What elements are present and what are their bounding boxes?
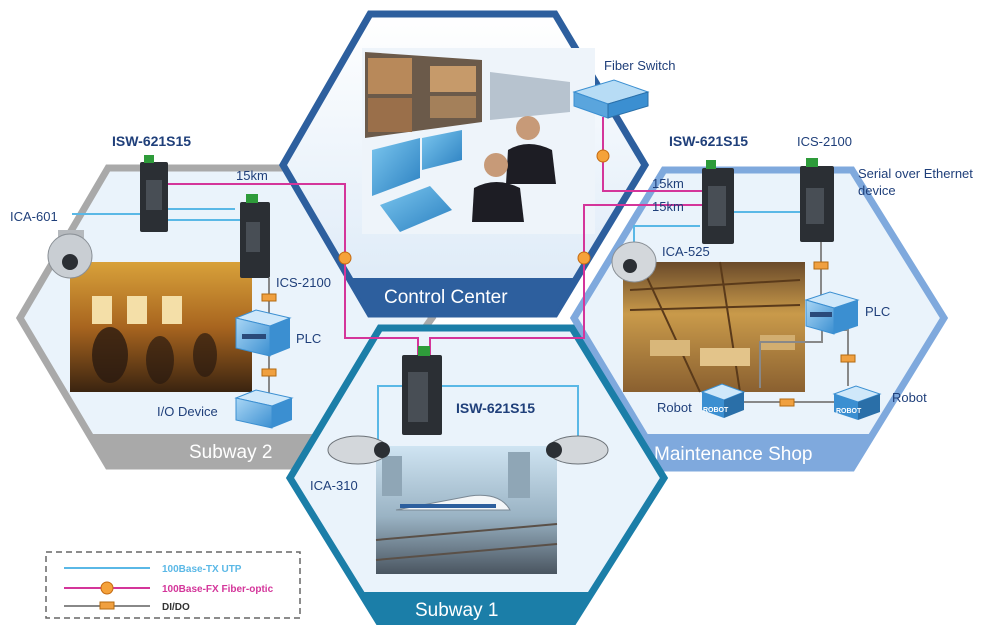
dido-marker — [813, 261, 829, 270]
robot-box-label: ROBOT — [703, 407, 729, 414]
fiber-connector — [596, 149, 610, 163]
plc-left-device — [234, 309, 292, 357]
ics-right-label: ICS-2100 — [797, 134, 852, 149]
ica-601-camera — [47, 230, 93, 279]
fiber-connectors — [338, 149, 610, 265]
console-screen — [372, 138, 420, 196]
fiber-switch-label: Fiber Switch — [604, 58, 676, 73]
robot-box-right: ROBOT — [832, 385, 882, 420]
dido-marker — [261, 293, 277, 302]
isw-right-device — [702, 160, 734, 244]
ics-left-device — [240, 194, 270, 278]
legend-utp-label: 100Base-TX UTP — [162, 564, 242, 575]
plc-right-label: PLC — [865, 304, 890, 319]
legend-fiber-connector — [100, 581, 114, 595]
subway-1-title: Subway 1 — [415, 600, 498, 621]
io-device-label: I/O Device — [157, 404, 218, 419]
fiber-links — [167, 117, 702, 355]
control-room-photo — [362, 48, 595, 234]
io-device — [234, 389, 294, 429]
distance-left-label: 15km — [236, 168, 268, 183]
control-center-title: Control Center — [384, 287, 508, 308]
ica-601-label: ICA-601 — [10, 209, 58, 224]
distance-right-label-1: 15km — [652, 176, 684, 191]
ics-left-label: ICS-2100 — [276, 275, 331, 290]
subway-2-label-bar — [92, 434, 345, 466]
robot-right-label: Robot — [892, 390, 927, 405]
legend-dido-marker — [99, 601, 115, 610]
robot-box-label: ROBOT — [836, 408, 862, 415]
serial-device-label-line1: Serial over Ethernet — [858, 166, 973, 181]
robot-box-left: ROBOT — [700, 383, 746, 418]
serial-device-label-line2: device — [858, 183, 896, 198]
plc-right-device — [804, 291, 860, 335]
train-photo — [375, 446, 558, 574]
maintenance-shop-label-bar — [644, 434, 873, 468]
ica-310-camera-right — [546, 435, 609, 465]
isw-center-device — [402, 346, 442, 435]
dido-marker — [779, 398, 795, 407]
subway-1-label-bar — [357, 592, 594, 624]
control-center-label-bar — [348, 278, 577, 314]
legend-fiber-label: 100Base-FX Fiber-optic — [162, 584, 274, 595]
operator-head — [516, 116, 540, 140]
dido-markers — [261, 261, 856, 407]
ica-525-camera — [611, 241, 657, 283]
dido-marker — [840, 354, 856, 363]
maintenance-shop-title: Maintenance Shop — [654, 444, 812, 465]
isw-left-device — [140, 155, 168, 232]
isw-center-label: ISW-621S15 — [456, 400, 535, 416]
robot-left-label: Robot — [657, 400, 692, 415]
ica-525-label: ICA-525 — [662, 244, 710, 259]
isw-left-label: ISW-621S15 — [112, 133, 191, 149]
fiber-connector — [338, 251, 352, 265]
distance-right-label-2: 15km — [652, 199, 684, 214]
legend: 100Base-TX UTP 100Base-FX Fiber-optic DI… — [45, 551, 301, 619]
fiber-connector — [577, 251, 591, 265]
ica-310-camera-left — [327, 435, 390, 465]
subway-station-photo — [70, 262, 252, 392]
subway-2-title: Subway 2 — [189, 442, 272, 463]
fiber-switch-device — [572, 79, 650, 119]
warehouse-photo — [623, 261, 805, 393]
isw-right-label: ISW-621S15 — [669, 133, 748, 149]
ics-right-device — [800, 158, 834, 242]
legend-dido-label: DI/DO — [162, 602, 190, 613]
dido-marker — [261, 368, 277, 377]
operator-body — [506, 144, 556, 184]
ica-310-label: ICA-310 — [310, 478, 358, 493]
plc-left-label: PLC — [296, 331, 321, 346]
